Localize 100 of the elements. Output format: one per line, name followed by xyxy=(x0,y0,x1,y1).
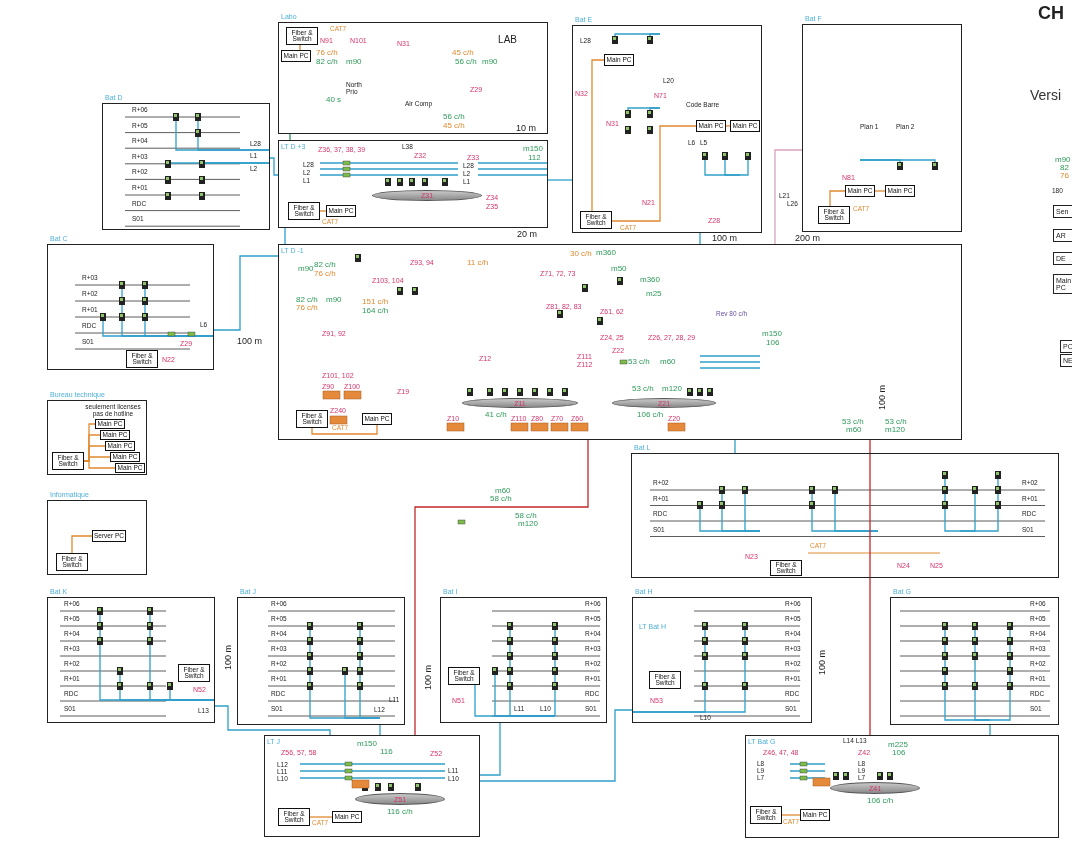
device-box xyxy=(448,667,480,685)
flow-rate-label: m360 xyxy=(640,276,660,284)
plant-room-outline xyxy=(745,735,1059,838)
flow-rate-label: 76 xyxy=(1060,172,1069,180)
connector-line xyxy=(289,133,291,141)
connector-line xyxy=(414,439,589,736)
flow-rate-label: 58 c/h xyxy=(515,512,537,520)
device-box xyxy=(278,808,310,826)
room-label: LAB xyxy=(498,35,517,45)
connector-line xyxy=(611,125,697,222)
connector-line xyxy=(734,439,736,454)
flow-rate-label: 11 c/h xyxy=(467,259,489,267)
flow-rate-label: m60 xyxy=(660,358,676,366)
flow-rate-label: 112 xyxy=(528,154,541,162)
flow-rate-label: m90 xyxy=(326,296,342,304)
connector-line xyxy=(699,232,701,245)
flow-rate-label: 164 c/h xyxy=(362,307,389,315)
distance-label: 100 m xyxy=(237,337,262,346)
distance-label: 100 m xyxy=(878,385,887,410)
flow-rate-label: m90 xyxy=(482,58,498,66)
flow-rate-label: 53 c/h xyxy=(842,418,864,426)
device-box xyxy=(286,27,318,45)
connector-line xyxy=(311,424,378,435)
title-text: CH xyxy=(1038,4,1064,22)
flow-rate-label: 116 c/h xyxy=(387,808,413,816)
flow-rate-label: 58 c/h xyxy=(490,495,512,503)
flow-rate-label: 76 c/h xyxy=(316,49,338,57)
flow-rate-label: m90 xyxy=(298,265,314,273)
device-box xyxy=(56,553,88,571)
flow-rate-label: m50 xyxy=(611,265,627,273)
flow-rate-label: 76 c/h xyxy=(296,304,318,312)
flow-rate-label: 53 c/h xyxy=(885,418,907,426)
flow-rate-label: m150 xyxy=(523,145,543,153)
plant-room-outline xyxy=(264,735,480,837)
connector-line xyxy=(299,44,301,51)
flow-rate-label: 76 c/h xyxy=(314,270,336,278)
connector-line xyxy=(725,125,731,127)
distance-label: 100 m xyxy=(224,645,233,670)
distance-label: 200 m xyxy=(795,234,820,243)
connector-line xyxy=(309,816,333,818)
flow-rate-label: 53 c/h xyxy=(628,358,650,366)
connector-line xyxy=(71,535,93,554)
flow-rate-label: 82 xyxy=(1060,164,1069,172)
flow-rate-label: m60 xyxy=(495,487,511,495)
device-box xyxy=(52,452,84,470)
connector-line xyxy=(479,709,633,782)
device-box xyxy=(750,806,782,824)
device-box xyxy=(818,206,850,224)
connector-line xyxy=(319,210,327,212)
connector-line xyxy=(379,724,381,736)
flow-rate-label: m120 xyxy=(518,520,538,528)
flow-rate-label: m225 xyxy=(888,741,908,749)
distance-label: 20 m xyxy=(517,230,537,239)
connector-line xyxy=(591,59,605,212)
flow-rate-label: 151 c/h xyxy=(362,298,389,306)
flow-rate-label: m120 xyxy=(885,426,905,434)
flow-rate-label: 45 c/h xyxy=(443,122,465,130)
connector-line xyxy=(869,439,871,736)
flow-rate-label: 45 c/h xyxy=(452,49,474,57)
plant-room-outline xyxy=(278,244,962,440)
connector-line xyxy=(874,190,886,192)
flow-rate-label: m25 xyxy=(646,290,662,298)
distance-label: 100 m xyxy=(424,665,433,690)
device-box xyxy=(178,664,210,682)
flow-rate-label: 56 c/h xyxy=(455,58,477,66)
flow-rate-label: 82 c/h xyxy=(296,296,318,304)
flow-rate-label: 116 xyxy=(380,748,393,756)
distance-label: 10 m xyxy=(516,124,536,133)
flow-rate-label: 56 c/h xyxy=(443,113,465,121)
flow-rate-label: m90 xyxy=(346,58,362,66)
distance-label: 100 m xyxy=(712,234,737,243)
device-box xyxy=(288,202,320,220)
flow-rate-label: 30 c/h xyxy=(570,250,592,258)
connector-line xyxy=(214,705,331,736)
flow-rate-label: 41 c/h xyxy=(485,411,507,419)
device-box xyxy=(770,560,802,576)
connector-line xyxy=(829,190,846,207)
device-box xyxy=(580,211,612,229)
flow-rate-label: 106 xyxy=(892,749,906,757)
connector-line xyxy=(774,149,803,245)
connector-line xyxy=(213,255,279,331)
device-box xyxy=(649,671,681,689)
connector-line xyxy=(989,724,991,736)
flow-rate-label: m90 xyxy=(1055,156,1071,164)
flow-rate-label: 82 c/h xyxy=(314,261,336,269)
flow-rate-label: 40 s xyxy=(326,96,342,104)
version-text: Versi xyxy=(1030,88,1062,102)
flow-rate-label: 106 c/h xyxy=(867,797,894,805)
flow-rate-label: m150 xyxy=(762,330,782,338)
connector-line xyxy=(479,722,501,776)
connector-line xyxy=(547,179,573,181)
device-box xyxy=(296,410,328,428)
flow-rate-label: 106 xyxy=(766,339,780,347)
flow-rate-label: m360 xyxy=(596,249,616,257)
connector-line xyxy=(269,157,279,176)
flow-rate-label: m150 xyxy=(357,740,377,748)
connector-line xyxy=(284,227,286,245)
flow-rate-label: m60 xyxy=(846,426,862,434)
flow-rate-label: 106 c/h xyxy=(637,411,664,419)
connector-line xyxy=(781,814,801,816)
